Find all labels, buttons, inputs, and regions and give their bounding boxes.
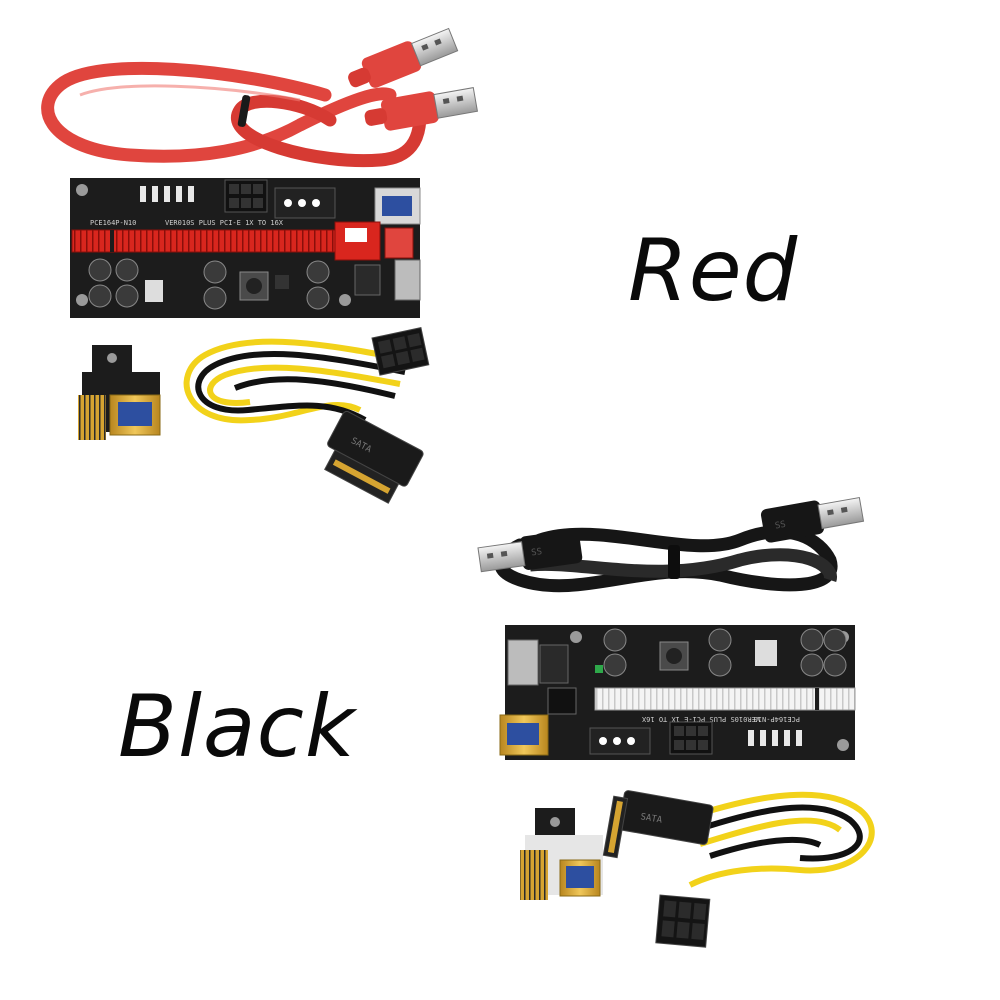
svg-text:SS: SS [774, 520, 786, 532]
red-pcie-1x-adapter [78, 345, 161, 440]
red-riser-board: PCE164P-N10 VER010S PLUS PCI-E 1X TO 16X [70, 178, 421, 318]
variant-label-black: Black [118, 677, 356, 777]
black-board-silk: PCE164P-N10 [754, 715, 800, 723]
red-board-silk: PCE164P-N10 [90, 219, 136, 227]
black-riser-board: VER010S PLUS PCI-E 1X TO 16X PCE164P-N10 [499, 625, 856, 760]
variant-label-red: Red [628, 221, 799, 321]
red-usb-cable [41, 27, 479, 168]
black-usb-cable: SS SS [477, 496, 865, 593]
black-capacitors [603, 628, 847, 677]
black-pcie-1x-adapter [520, 808, 603, 900]
red-sata-to-6pin-cable: SATA [183, 327, 430, 504]
svg-text:SATA: SATA [640, 812, 664, 826]
red-capacitors [88, 258, 330, 310]
svg-text:SS: SS [531, 547, 543, 558]
black-sata-to-6pin-cable: SATA [602, 790, 875, 948]
red-board-model: VER010S PLUS PCI-E 1X TO 16X [165, 219, 284, 227]
black-board-model: VER010S PLUS PCI-E 1X TO 16X [641, 715, 760, 723]
